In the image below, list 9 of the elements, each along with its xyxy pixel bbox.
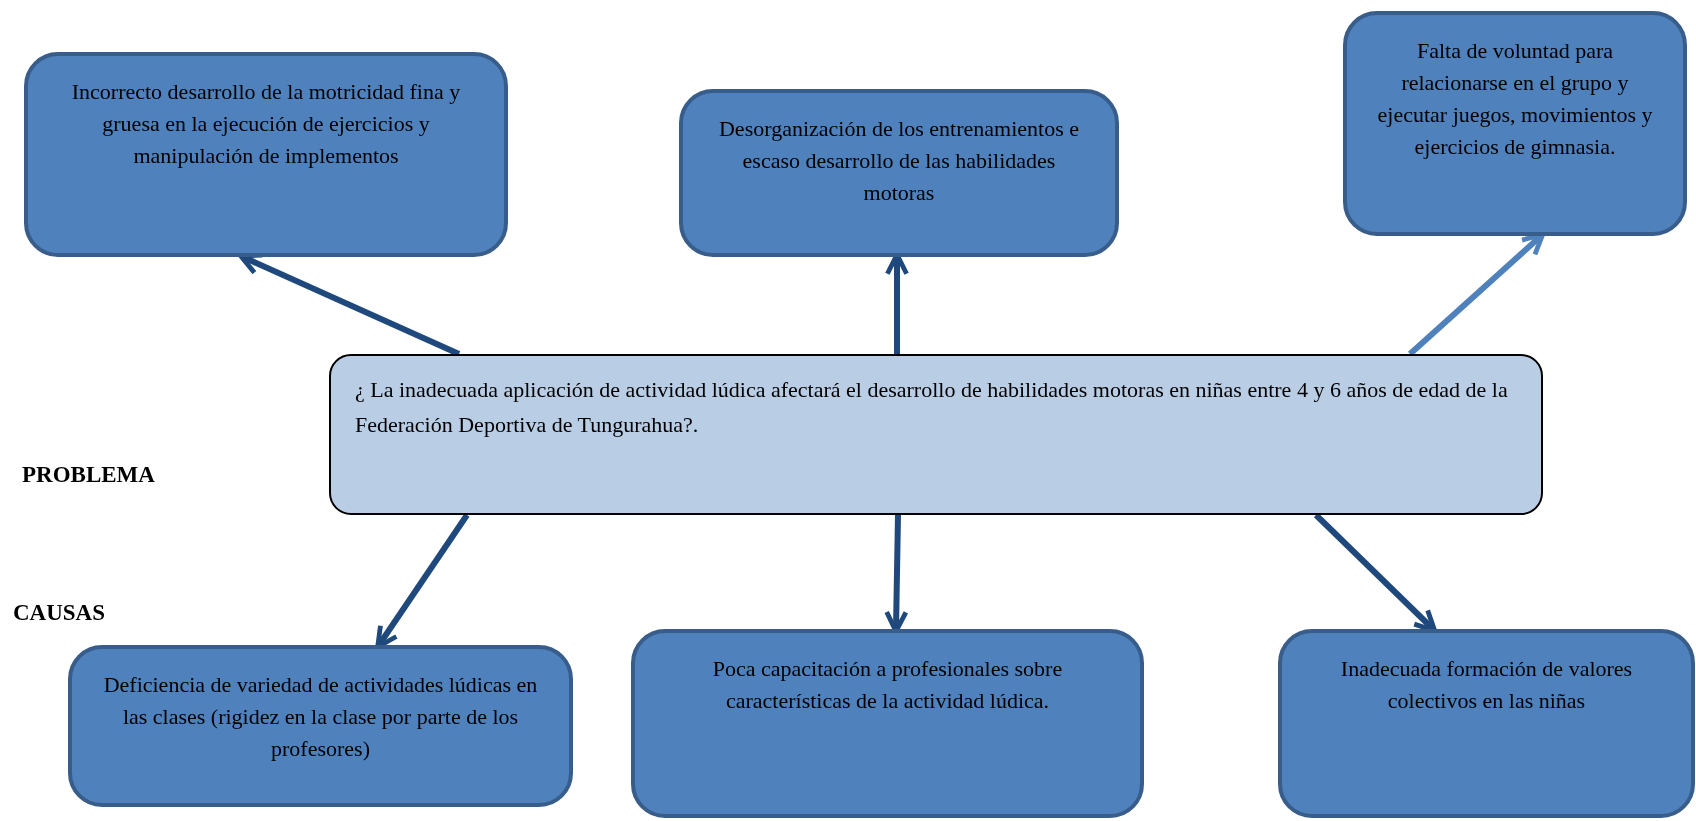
section-label: PROBLEMA xyxy=(22,462,155,488)
problem-box: ¿ La inadecuada aplicación de actividad lúdica afectará el desarrollo de habilidades motoras en niñas entre 4 y 6 años de edad de la Federación Deportiva de Tungurahua?. xyxy=(329,354,1543,515)
cause-box: Poca capacitación a profesionales sobre características de la actividad lúdica. xyxy=(631,629,1144,818)
section-label: CAUSAS xyxy=(13,600,106,626)
effect-box: Incorrecto desarrollo de la motricidad fina y gruesa en la ejecución de ejercicios y manipulación de implementos xyxy=(24,52,508,257)
cause-box: Inadecuada formación de valores colectivos en las niñas xyxy=(1278,629,1695,818)
effect-box: Desorganización de los entrenamientos e escaso desarrollo de las habilidades motoras xyxy=(679,89,1119,257)
cause-box: Deficiencia de variedad de actividades lúdicas en las clases (rigidez en la clase por parte de los profesores) xyxy=(68,645,573,807)
effect-box: Falta de voluntad para relacionarse en el grupo y ejecutar juegos, movimientos y ejercicios de gimnasia. xyxy=(1343,11,1687,236)
